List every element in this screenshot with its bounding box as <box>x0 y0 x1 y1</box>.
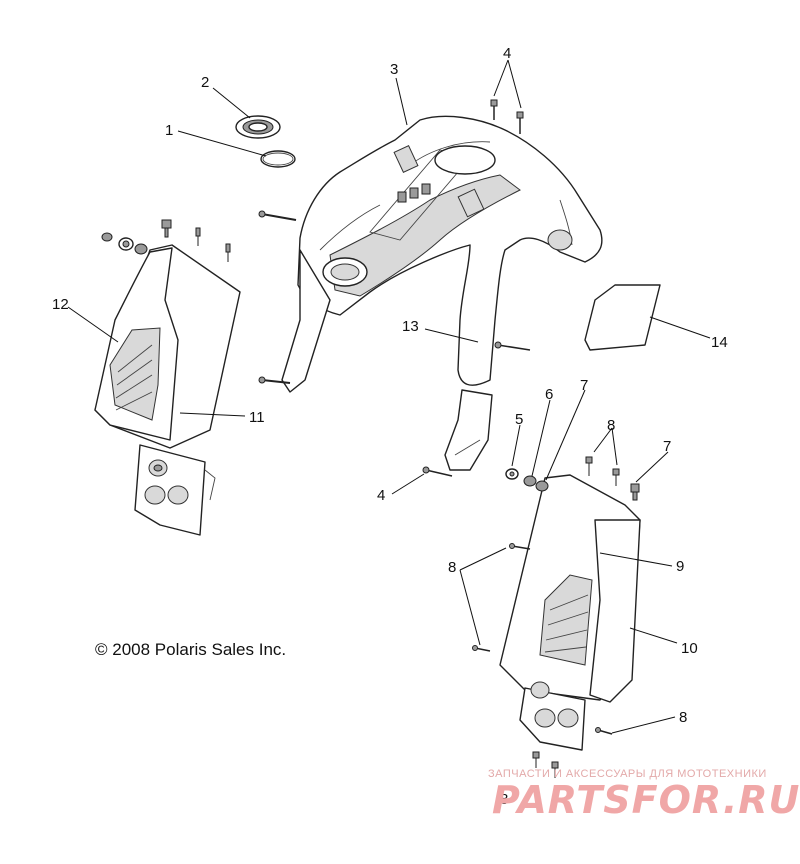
vent-slot-icon <box>409 187 419 199</box>
bolt-icon <box>258 376 291 384</box>
copyright-notice: © 2008 Polaris Sales Inc. <box>95 640 287 659</box>
bolt-icon <box>490 99 498 120</box>
right-side-panel-assembly <box>499 474 641 751</box>
side-knob <box>547 229 573 251</box>
screw-icon <box>195 227 201 246</box>
callout-8: 8 <box>500 791 508 808</box>
right-outer-panel-part-10 <box>589 519 641 703</box>
callout-4: 4 <box>503 45 511 62</box>
decal-part-14 <box>584 284 661 351</box>
washer-icon <box>101 232 113 242</box>
screw-icon <box>472 645 491 652</box>
callout-7: 7 <box>580 377 588 394</box>
bolt-icon <box>516 111 524 134</box>
left-side-panel-assembly <box>94 244 241 536</box>
callout-5: 5 <box>515 411 523 428</box>
screw-icon <box>509 543 531 550</box>
callout-2: 2 <box>201 74 209 91</box>
callout-7: 7 <box>663 438 671 455</box>
screw-icon <box>532 751 540 768</box>
callout-numbers: 1 2 3 4 4 5 6 7 7 8 8 8 8 9 10 11 12 13 … <box>52 45 728 808</box>
hood-console-part-3 <box>281 115 603 471</box>
callout-6: 6 <box>545 386 553 403</box>
callout-9: 9 <box>676 558 684 575</box>
callout-11: 11 <box>249 409 265 426</box>
bolt-icon <box>422 466 453 477</box>
screw-icon <box>225 243 231 262</box>
nut-icon <box>535 480 549 492</box>
screw-icon <box>612 468 620 486</box>
fasteners <box>101 99 640 778</box>
gauge-opening <box>434 145 496 175</box>
leader-lines <box>67 59 711 734</box>
callout-12: 12 <box>52 296 69 313</box>
nut-icon <box>523 475 537 487</box>
callout-13: 13 <box>402 318 419 335</box>
callout-4: 4 <box>377 487 385 504</box>
washer-icon <box>118 237 134 251</box>
callout-1: 1 <box>165 122 173 139</box>
callout-14: 14 <box>711 334 728 351</box>
callout-8: 8 <box>607 417 615 434</box>
o-ring-part-1 <box>260 150 296 168</box>
screw-icon <box>585 456 593 476</box>
bolt-icon <box>258 210 297 221</box>
screw-icon <box>161 219 172 238</box>
callout-8: 8 <box>448 559 456 576</box>
bolt-icon <box>494 341 531 351</box>
screw-icon <box>551 761 559 778</box>
washer-icon <box>505 468 519 480</box>
vent-slot-icon <box>397 191 407 203</box>
watermark-subtitle: ЗАПЧАСТИ И АКСЕССУАРЫ ДЛЯ МОТОТЕХНИКИ <box>488 768 767 780</box>
callout-10: 10 <box>681 640 698 657</box>
screw-icon <box>595 727 613 735</box>
screw-icon <box>630 483 640 501</box>
vent-slot-icon <box>421 183 431 195</box>
callout-3: 3 <box>390 61 398 78</box>
watermark-logo: PARTSFOR.RU <box>492 778 800 822</box>
callout-8: 8 <box>679 709 687 726</box>
nut-icon <box>134 243 148 255</box>
gasket-part-2 <box>235 115 281 139</box>
